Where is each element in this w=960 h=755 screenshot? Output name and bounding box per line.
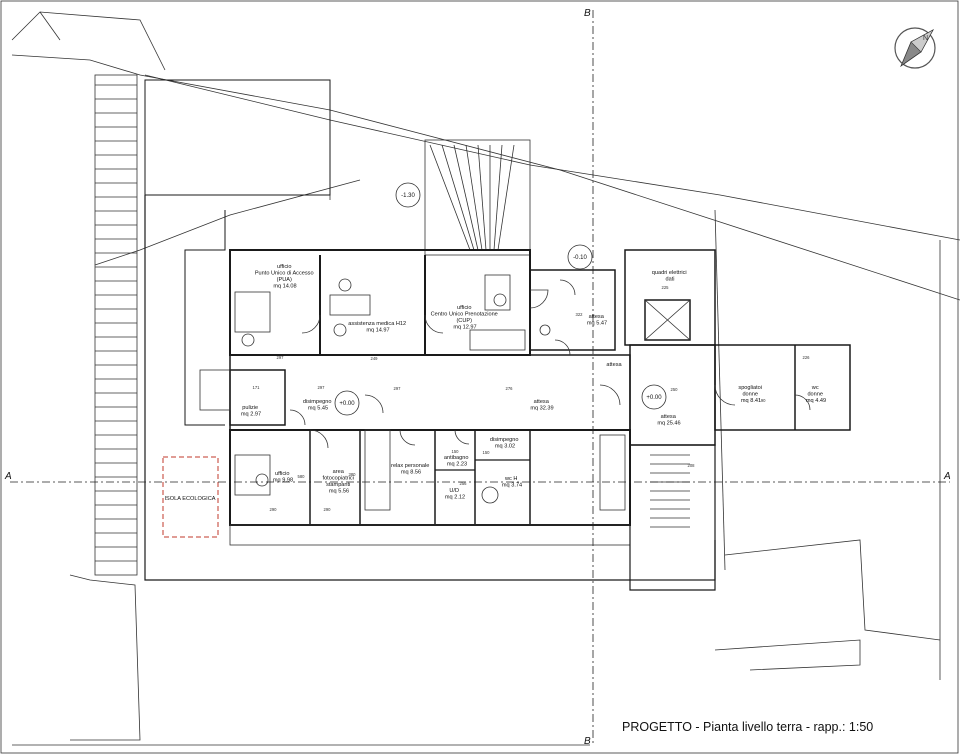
room-label-spogliatoi: spogliatoi donne mq 8.41 xyxy=(738,385,763,404)
room-label-wc-donne: wc donne mq 4.49 xyxy=(806,385,826,404)
level-markers xyxy=(334,182,667,416)
level-label: +0.00 xyxy=(646,395,662,401)
room-label-attesa-4: attesa mq 25.46 xyxy=(657,414,680,427)
dim-label: 380 xyxy=(349,472,357,477)
room-label-pulizie: pulizie mq 2.97 xyxy=(241,405,261,418)
room-labels: ufficio Punto Unico di Accesso (PUA) mq … xyxy=(241,264,826,501)
dim-label: 225 xyxy=(662,285,670,290)
isola-ecologica-area xyxy=(162,456,219,538)
dim-label: 297 xyxy=(277,355,285,360)
room-label-ud: U/D mq 2.12 xyxy=(445,488,465,501)
level-labels: -1.30 -0.10 +0.00 +0.00 xyxy=(339,193,662,407)
room-label-pua: ufficio Punto Unico di Accesso (PUA) mq … xyxy=(255,264,315,290)
dim-label: 580 xyxy=(298,474,306,479)
drawing-title: PROGETTO - Pianta livello terra - rapp.:… xyxy=(622,720,873,734)
room-label-disimpegno-1: disimpegno mq 5.45 xyxy=(303,399,333,412)
level-label: +0.00 xyxy=(339,401,355,407)
section-marker-top: B xyxy=(584,8,591,19)
room-label-assistenza: assistenza medica H12 mq 14.97 xyxy=(348,321,407,334)
ramp-hatch xyxy=(493,144,503,251)
dim-label: 290 xyxy=(324,507,332,512)
room-label-fotocopiatrici: area fotocopiatrici stampanti mq 5.56 xyxy=(323,469,356,495)
dim-label: 150 xyxy=(452,449,460,454)
ramp-hatch xyxy=(465,144,483,251)
ramp-hatch xyxy=(429,144,471,251)
ramp-hatch xyxy=(497,144,515,251)
room-label-antibagno: antibagno mq 2.23 xyxy=(444,455,470,468)
room-label-attesa-1: attesa mq 5.47 xyxy=(587,314,607,327)
room-label-ufficio-2: ufficio mq 9.98 xyxy=(273,471,293,484)
level-label: -0.10 xyxy=(573,255,587,261)
dim-label: 190 xyxy=(759,398,767,403)
dimension-labels: 297 249 297 297 276 322 225 250 171 290 … xyxy=(253,285,811,512)
dim-label: 150 xyxy=(483,450,491,455)
walls xyxy=(199,249,851,581)
dim-label: 290 xyxy=(270,507,278,512)
ramp-hatch xyxy=(477,144,487,251)
dim-label: 322 xyxy=(576,312,584,317)
dim-label: 276 xyxy=(506,386,514,391)
room-label-attesa-2: attesa xyxy=(606,362,622,368)
furniture xyxy=(234,274,626,511)
room-label-quadri: quadri elettrici dati xyxy=(652,270,688,283)
isola-ecologica-label: ISOLA ECOLOGICA xyxy=(165,496,216,502)
dim-label: 250 xyxy=(671,387,679,392)
svg-text:N: N xyxy=(923,35,928,42)
section-lines xyxy=(10,10,950,745)
section-marker-right: A xyxy=(943,471,951,482)
ramp-hatch xyxy=(441,144,475,251)
section-marker-left: A xyxy=(4,471,12,482)
dim-label: 226 xyxy=(803,355,811,360)
room-label-relax: relax personale mq 8.56 xyxy=(391,463,431,476)
section-marker-bottom: B xyxy=(584,736,591,747)
dim-label: 297 xyxy=(318,385,326,390)
compass-icon: N xyxy=(894,27,936,69)
dim-label: 171 xyxy=(253,385,261,390)
ramp-hatch xyxy=(453,144,479,251)
dim-label: 297 xyxy=(394,386,402,391)
dim-label: 256 xyxy=(460,481,468,486)
level-label: -1.30 xyxy=(401,193,415,199)
left-stair-ramp xyxy=(11,11,166,741)
room-label-cup: ufficio Centro Unico Prenotazione (CUP) … xyxy=(431,305,500,331)
dim-label: 208 xyxy=(688,463,696,468)
dim-label: 249 xyxy=(371,356,379,361)
room-label-attesa-3: attesa mq 32.39 xyxy=(530,399,553,412)
building-outline xyxy=(144,79,716,591)
doors xyxy=(289,279,811,449)
entrance-ramp xyxy=(424,139,531,256)
site-boundary xyxy=(11,54,960,746)
section-marker-labels: B B A A xyxy=(4,8,951,747)
room-label-disimpegno-2: disimpegno mq 3.02 xyxy=(490,437,520,450)
room-label-wc-h: wc H mq 3.74 xyxy=(502,476,522,489)
